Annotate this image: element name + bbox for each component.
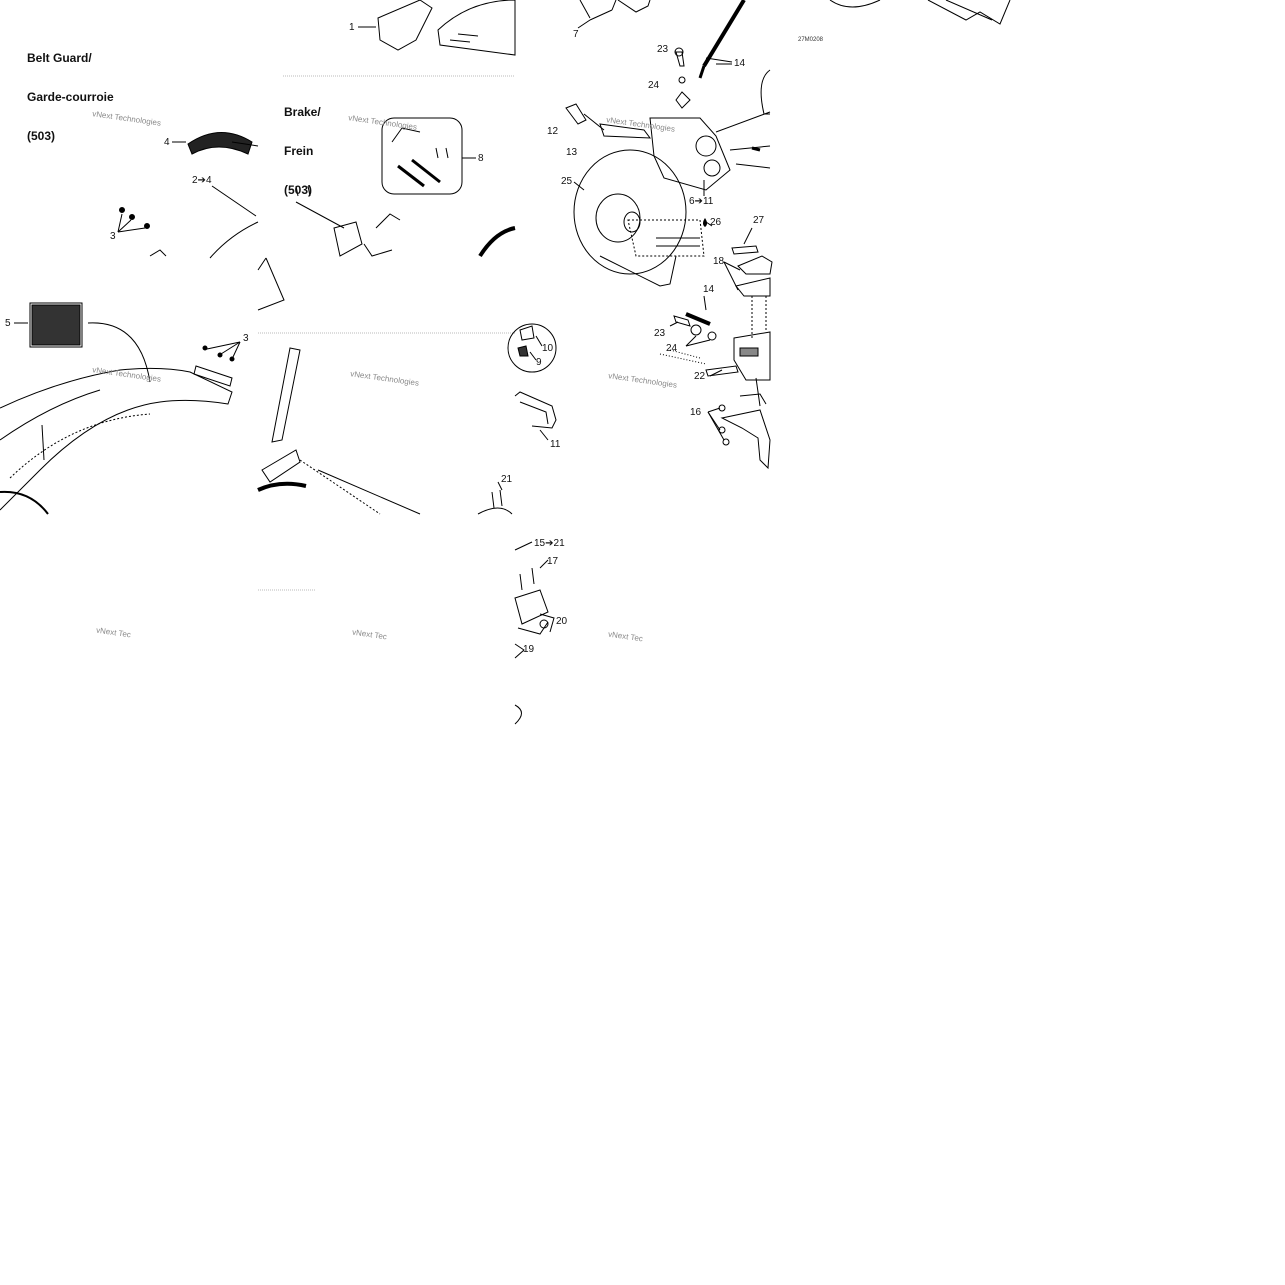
callout-8: 8 <box>478 153 484 164</box>
callout-9: 9 <box>536 357 542 368</box>
belt-guard-title-line2: Garde-courroie <box>27 90 114 104</box>
callout-12: 12 <box>547 126 559 137</box>
callout-20: 20 <box>556 616 568 627</box>
callout-21: 21 <box>501 474 513 485</box>
callout-23: 23 <box>657 44 669 55</box>
callout-3: 3 <box>110 231 116 242</box>
callout-16: 16 <box>690 407 702 418</box>
callout-26: 26 <box>710 217 722 228</box>
callout-25: 25 <box>561 176 573 187</box>
brake-title-line1: Brake/ <box>284 105 321 119</box>
callout-10: 10 <box>542 343 554 354</box>
callout-5: 5 <box>5 318 11 329</box>
oil-drop-icon <box>703 218 707 227</box>
decal-part-4 <box>187 132 253 155</box>
callout-24: 24 <box>648 80 660 91</box>
callout-13: 13 <box>566 147 578 158</box>
callout-22: 22 <box>694 371 706 382</box>
callout-6-11: 6➔11 <box>689 196 714 207</box>
callout-15-21: 15➔21 <box>534 538 565 549</box>
callout-11: 11 <box>550 439 561 450</box>
drawing-reference-code: 27M0208 <box>798 37 824 43</box>
brake-title: Brake/ Frein (503) <box>284 80 321 210</box>
callout-24: 24 <box>666 343 678 354</box>
belt-guard-title-line3: (503) <box>27 129 56 143</box>
callout-14: 14 <box>703 284 715 295</box>
callout-4: 4 <box>164 137 170 148</box>
callout-18: 18 <box>713 256 725 267</box>
callout-17: 17 <box>547 556 559 567</box>
callout-2-4: 2➔4 <box>192 175 212 186</box>
callout-7: 7 <box>573 29 579 40</box>
callout-3: 3 <box>243 333 249 344</box>
belt-guard-title-line1: Belt Guard/ <box>27 51 92 65</box>
warning-label-part-5 <box>31 304 81 346</box>
callout-27: 27 <box>753 215 765 226</box>
callout-23: 23 <box>654 328 666 339</box>
callout-14: 14 <box>734 58 746 69</box>
brake-title-line3: (503) <box>284 183 313 197</box>
callout-19: 19 <box>523 644 535 655</box>
belt-guard-title: Belt Guard/ Garde-courroie (503) <box>27 26 114 156</box>
callout-1: 1 <box>349 22 355 33</box>
brake-title-line2: Frein <box>284 144 314 158</box>
